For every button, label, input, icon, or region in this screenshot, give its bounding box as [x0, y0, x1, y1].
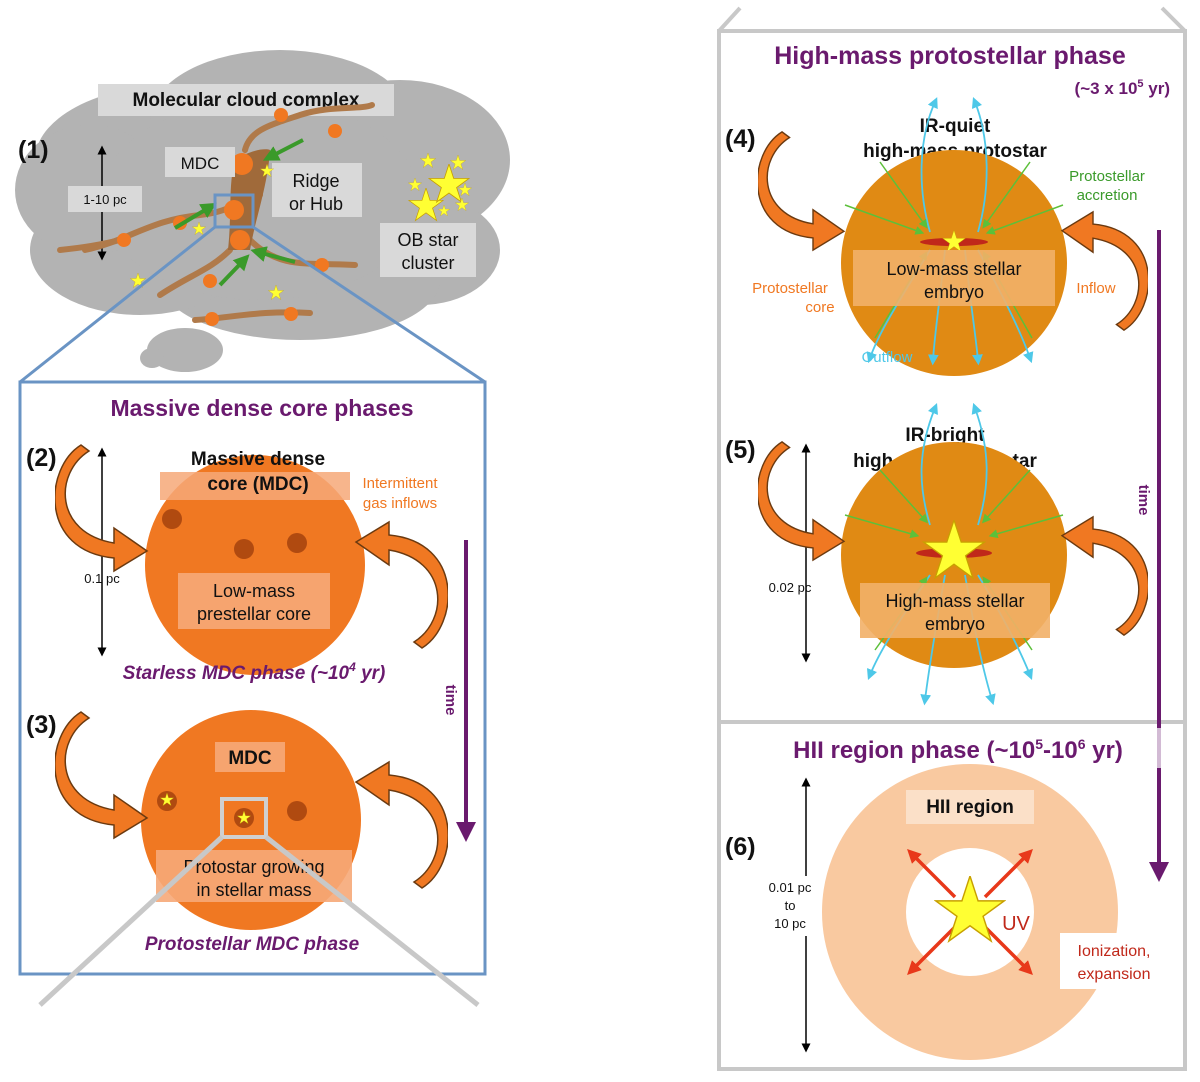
mdc3-inflow-arrow-right — [355, 761, 448, 889]
cloud-scale-label: 1-10 pc — [83, 192, 127, 207]
ob-label-line1: OB star — [397, 230, 458, 250]
irq-title-line1: IR-quiet — [920, 116, 991, 137]
ob-label-line2: cluster — [401, 253, 454, 273]
starless-phase-label: Starless MDC phase (~104 yr) — [123, 660, 386, 684]
mdc-panel: Massive dense core phases (2) 0.1 pc Mas… — [18, 380, 487, 1007]
frame-zoom-left — [717, 6, 742, 33]
mdc2-inflow-arrow-left — [55, 444, 148, 572]
accretion-label-line2: accretion — [1077, 187, 1138, 204]
irq-inflow-arrow-left — [758, 131, 845, 251]
mdc-scale-label: 0.1 pc — [84, 571, 120, 586]
mdc-core-title-line2: core (MDC) — [207, 474, 308, 495]
mdc2-inflow-arrow-right — [355, 521, 448, 649]
protostar-label-line1: Protostar growing — [183, 857, 324, 877]
mdc-label-box — [165, 147, 235, 177]
protostar-highlight-box — [220, 797, 268, 839]
uv-label: UV — [1002, 913, 1030, 935]
cloud-title: Molecular cloud complex — [133, 90, 360, 111]
mdc-panel-frame — [18, 380, 487, 976]
lm-embryo-box — [853, 250, 1055, 306]
inflow-label-line1: Intermittent — [362, 475, 438, 492]
ion-label-line2: expansion — [1078, 966, 1151, 983]
outflow-label: Outflow — [862, 349, 913, 366]
hii-title: HII region phase (~105-106 yr) — [793, 736, 1123, 764]
molecular-cloud-section: Molecular cloud complex (1) 1-10 pc — [15, 50, 510, 372]
ion-label-box — [1060, 933, 1168, 989]
core-label-line1: Protostellar — [752, 280, 828, 297]
prestellar-label-line2: prestellar core — [197, 604, 311, 624]
uv-arrows — [907, 849, 1033, 975]
mdc-title-band — [160, 472, 350, 500]
ion-label-line1: Ionization, — [1078, 943, 1151, 960]
hii-region-panel: HII region phase (~105-106 yr) (6) 0.01 … — [725, 736, 1168, 1060]
irb-inflow-arrow-right — [1061, 516, 1148, 636]
accretion-label-line1: Protostellar — [1069, 168, 1145, 185]
zoom-lines — [19, 225, 486, 384]
mdc3-label-box — [215, 742, 285, 772]
mdc3-inflow-arrow-left — [55, 711, 148, 839]
hii-region-label: HII region — [926, 797, 1014, 818]
protostar-zoom-lines — [38, 835, 480, 1007]
ridge-hub-shape — [228, 149, 270, 250]
hii-scale-box — [760, 876, 830, 936]
lm-embryo-line2: embryo — [924, 282, 984, 302]
right-panel-frame — [717, 29, 1187, 1071]
step-6-label: (6) — [725, 833, 756, 861]
prestellar-label-box — [178, 573, 330, 629]
frame-zoom-right — [1160, 6, 1187, 33]
cloud-scale-box — [68, 186, 142, 212]
time-arrow-divider-gap — [1155, 728, 1167, 768]
ridge-label-line2: or Hub — [289, 194, 343, 214]
mdc-core-title-line1: Massive dense — [191, 449, 325, 470]
protostar-label-line2: in stellar mass — [196, 880, 311, 900]
cloud-inflow-arrows — [173, 138, 304, 287]
inflow-label: Inflow — [1076, 280, 1115, 297]
step-1-label: (1) — [18, 136, 49, 164]
irq-inflow-arrow-right — [1061, 211, 1148, 331]
protostar-label-box — [156, 850, 352, 902]
step-5-label: (5) — [725, 436, 756, 464]
irb-inflow-arrow-left — [758, 441, 845, 561]
hm-embryo-box — [860, 583, 1050, 638]
mdc-time-label: time — [442, 685, 459, 716]
hii-scale-line3: 10 pc — [774, 916, 806, 931]
protostellar-phase-label: Protostellar MDC phase — [145, 934, 360, 955]
hm-embryo-line1: High-mass stellar — [885, 591, 1024, 611]
mdc3-label: MDC — [228, 748, 272, 769]
core-label-line2: core — [805, 299, 834, 316]
step-4-label: (4) — [725, 125, 756, 153]
prestellar-cores — [162, 509, 307, 559]
hm-scale-label: 0.02 pc — [769, 580, 812, 595]
lm-embryo-line1: Low-mass stellar — [886, 259, 1021, 279]
prestellar-label-line1: Low-mass — [213, 581, 295, 601]
hii-label-box — [906, 790, 1034, 824]
hii-scale-line2: to — [785, 898, 796, 913]
ob-label-box — [380, 223, 476, 277]
step-3-label: (3) — [26, 711, 57, 739]
zoom-highlight-box — [213, 193, 255, 229]
hii-scale-line1: 0.01 pc — [769, 880, 812, 895]
mdc3-core-right — [287, 801, 307, 821]
hm-embryo-line2: embryo — [925, 614, 985, 634]
hm-time-label: time — [1135, 485, 1152, 516]
cloud-mdc-label: MDC — [181, 154, 220, 173]
mdc-panel-title: Massive dense core phases — [111, 395, 414, 421]
ridge-label-box — [272, 163, 362, 217]
high-mass-panel: High-mass protostellar phase (~3 x 105 y… — [717, 6, 1187, 1071]
step-2-label: (2) — [26, 444, 57, 472]
hm-panel-duration: (~3 x 105 yr) — [1075, 78, 1170, 98]
ridge-label-line1: Ridge — [292, 171, 339, 191]
inflow-label-line2: gas inflows — [363, 495, 437, 512]
hm-panel-title: High-mass protostellar phase — [774, 42, 1126, 70]
dense-cores — [117, 108, 342, 326]
